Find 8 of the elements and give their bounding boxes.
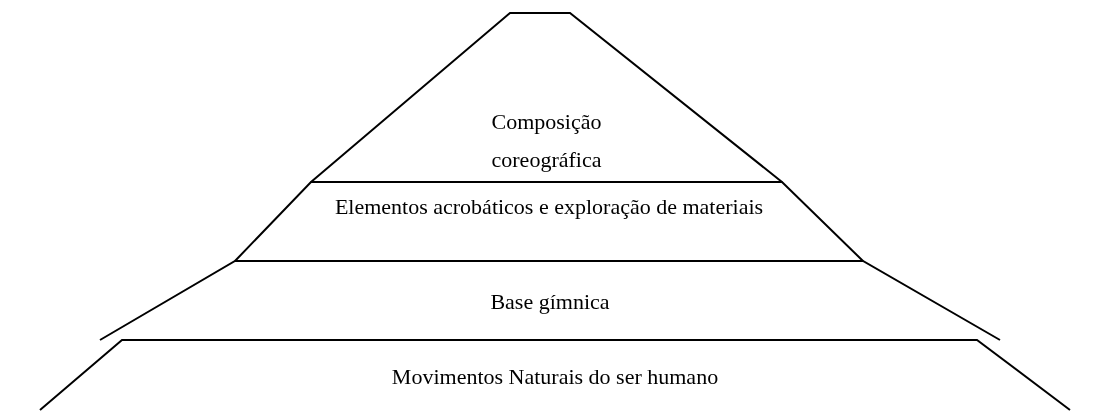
level-label: Elementos acrobáticos e exploração de materiais bbox=[334, 194, 764, 220]
pyramid-level bbox=[311, 13, 782, 182]
pyramid-level bbox=[235, 182, 863, 261]
level-label: Composição coreográfica bbox=[490, 108, 603, 174]
pyramid-level bbox=[100, 261, 1000, 340]
level-label: Movimentos Naturais do ser humano bbox=[391, 364, 719, 390]
pyramid-level bbox=[40, 340, 1070, 410]
level-label: Base gímnica bbox=[490, 289, 610, 315]
